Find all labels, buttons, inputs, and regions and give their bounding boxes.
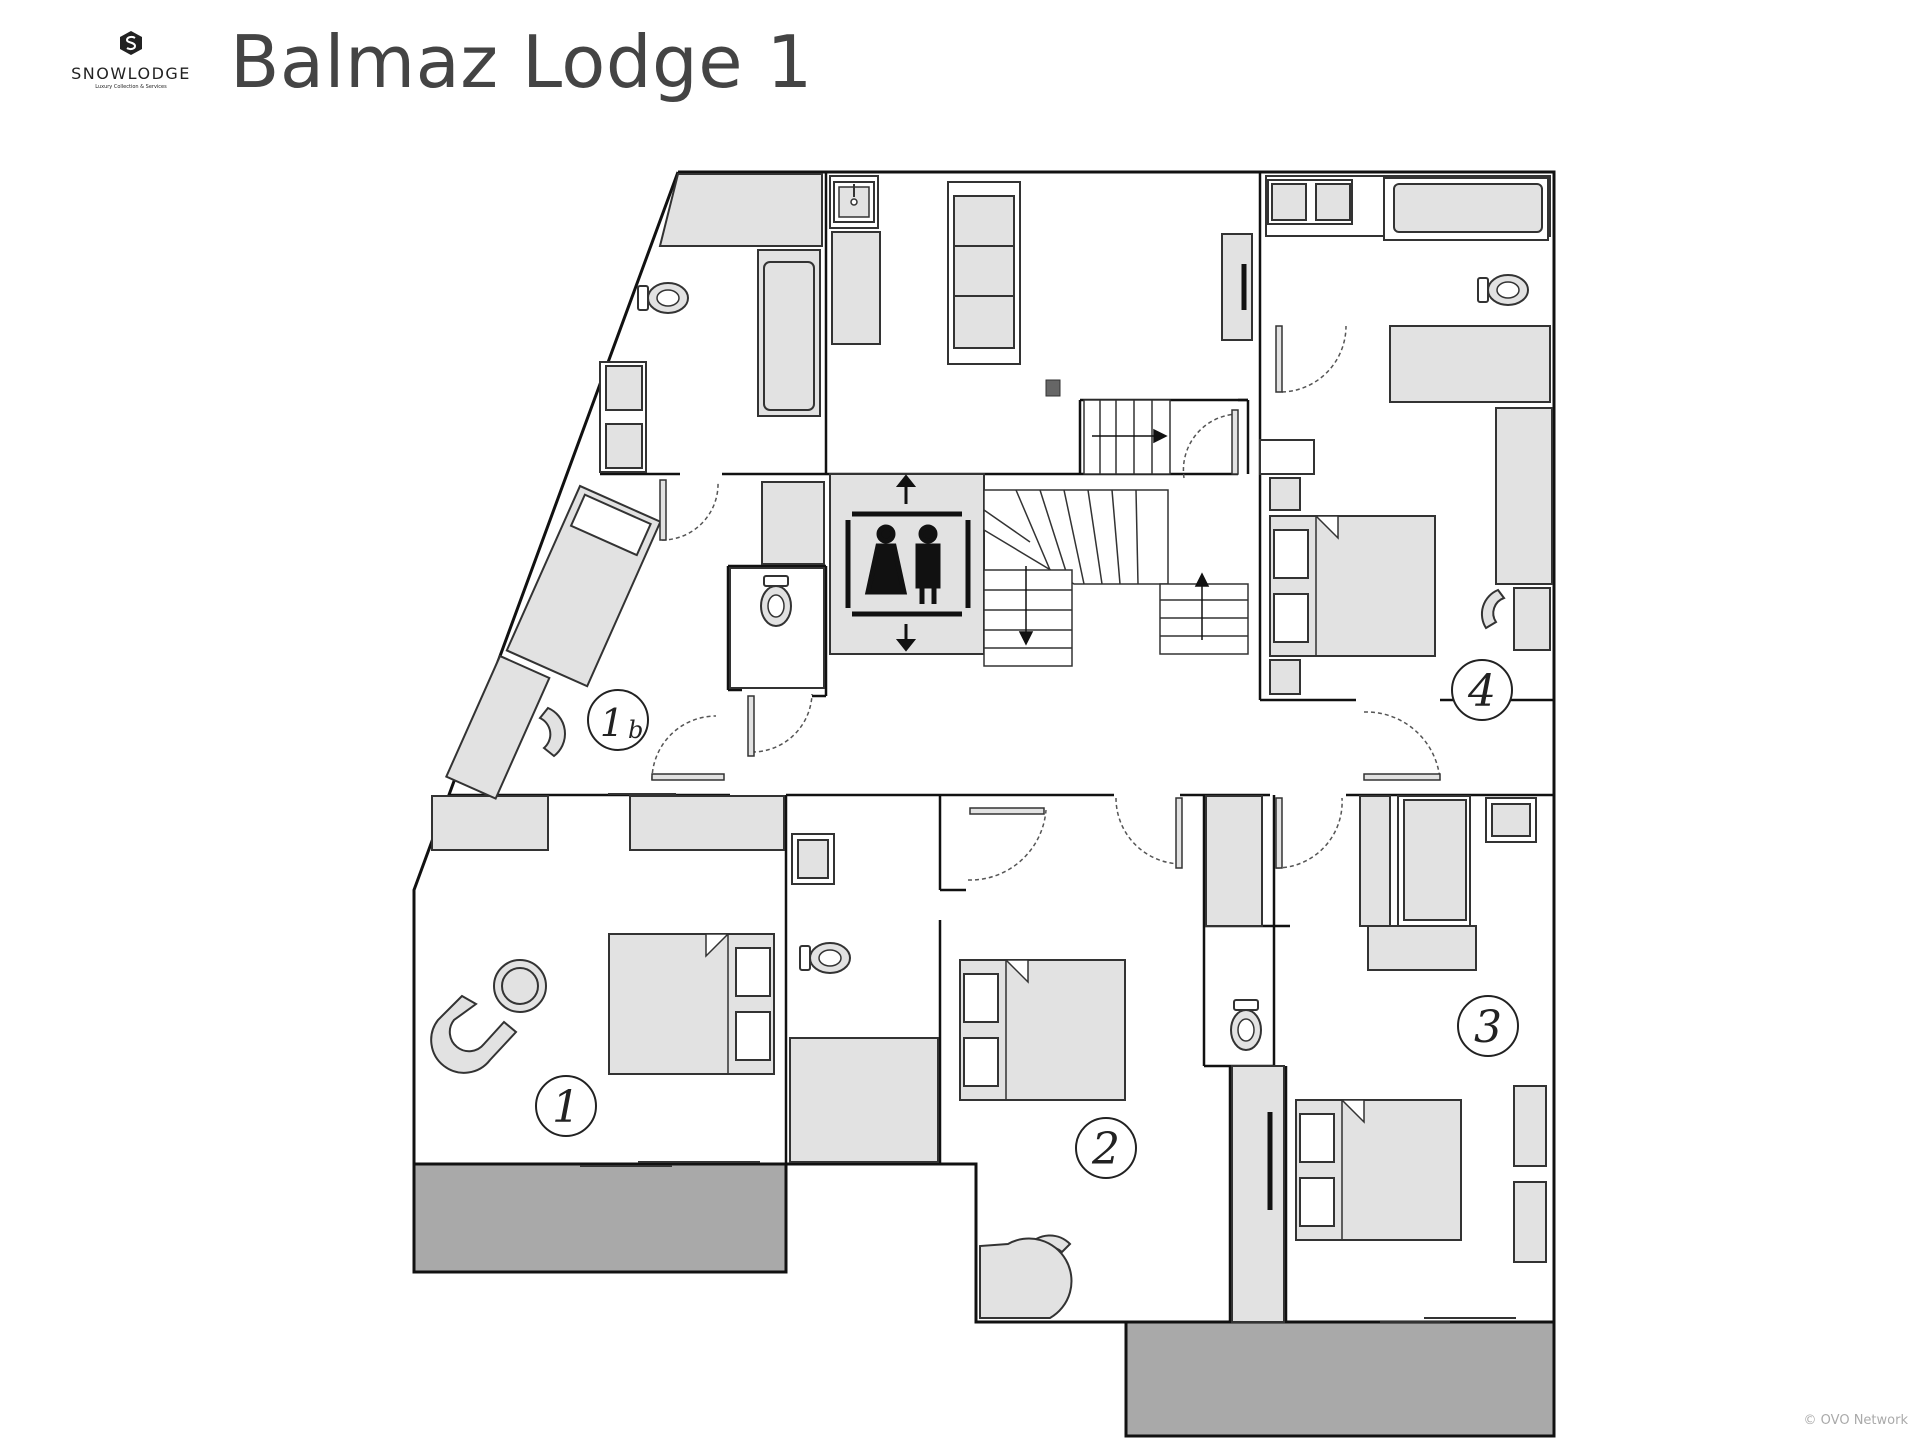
room-label-3: 3 bbox=[1457, 995, 1519, 1057]
toilet-icon bbox=[637, 282, 689, 314]
shower-icon bbox=[789, 1037, 939, 1163]
room-number-1b-suffix: b bbox=[628, 716, 643, 744]
interior-walls bbox=[448, 172, 1554, 1322]
doors bbox=[651, 325, 1441, 881]
bed-icon bbox=[608, 933, 775, 1075]
copyright-text: © OVO Network bbox=[1803, 1413, 1908, 1428]
brand-logo: SNOWLODGE Luxury Collection & Services bbox=[56, 30, 206, 100]
brand-tagline: Luxury Collection & Services bbox=[95, 84, 167, 90]
terrace-left bbox=[412, 1162, 788, 1274]
toilet-icon bbox=[1477, 274, 1529, 306]
chair-icon bbox=[430, 588, 1506, 1319]
door-leaves bbox=[651, 325, 1441, 869]
toilet-icon bbox=[1230, 999, 1262, 1051]
room-label-1b: 1 b bbox=[587, 689, 649, 751]
room-number-2: 2 bbox=[1091, 1124, 1120, 1175]
tv-stand bbox=[1221, 233, 1253, 341]
stair-arrow-icon bbox=[1018, 428, 1210, 646]
room-number-1: 1 bbox=[552, 1082, 580, 1133]
staircase bbox=[983, 399, 1249, 667]
snowlodge-logo-icon bbox=[120, 31, 142, 55]
room-number-3: 3 bbox=[1474, 1002, 1502, 1053]
room-label-1: 1 bbox=[535, 1075, 597, 1137]
toilet-icon bbox=[799, 942, 851, 974]
room-number-4: 4 bbox=[1467, 666, 1496, 717]
bed-icon bbox=[959, 959, 1126, 1101]
bed-icon bbox=[1295, 1099, 1462, 1241]
sliding-doors bbox=[580, 793, 1516, 1323]
elevator-icon bbox=[845, 474, 971, 652]
outer-wall bbox=[412, 170, 1556, 1324]
bed-icon bbox=[1269, 515, 1436, 657]
header: SNOWLODGE Luxury Collection & Services B… bbox=[0, 0, 1920, 120]
room-label-2: 2 bbox=[1075, 1117, 1137, 1179]
terrace-right bbox=[1124, 1320, 1556, 1438]
furniture bbox=[431, 173, 1553, 1323]
room-label-4: 4 bbox=[1451, 659, 1513, 721]
room-number-1b: 1 bbox=[600, 701, 624, 745]
page-title: Balmaz Lodge 1 bbox=[230, 20, 813, 104]
sink-icon bbox=[833, 181, 875, 223]
toilet-icon bbox=[760, 575, 792, 627]
brand-name: SNOWLODGE bbox=[71, 64, 191, 83]
